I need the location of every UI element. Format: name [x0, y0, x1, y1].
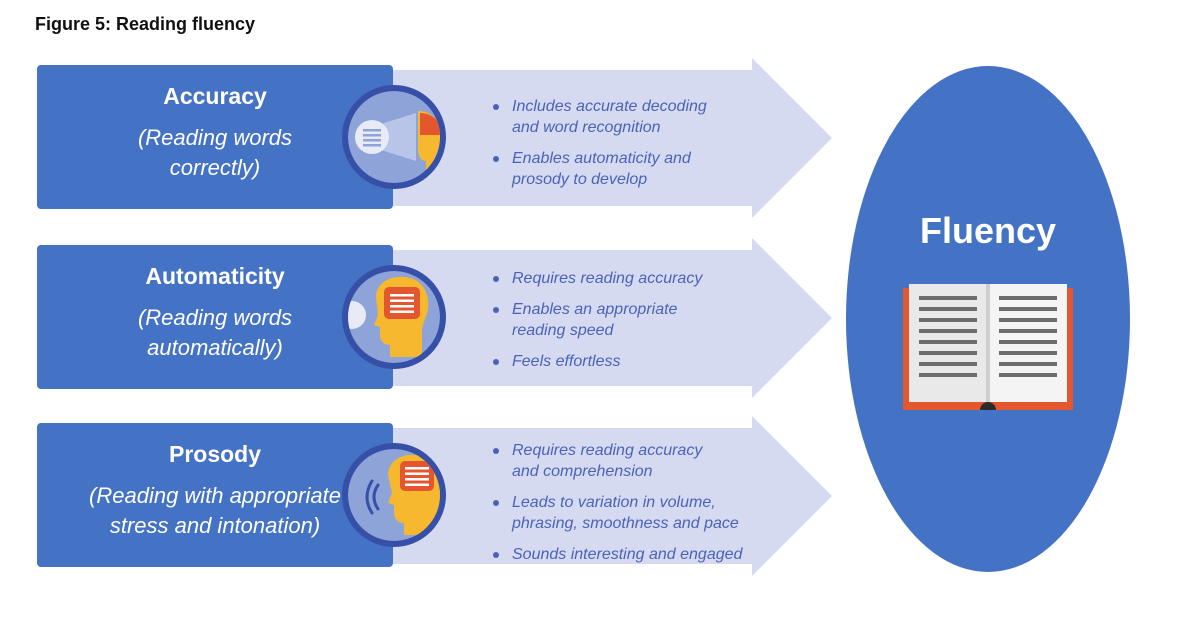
automaticity-subtitle: (Reading words automatically)	[137, 305, 293, 360]
accuracy-box: Accuracy (Reading words correctly)	[37, 65, 393, 209]
arrow-shape	[380, 58, 832, 218]
prosody-box: Prosody (Reading with appropriate stress…	[37, 423, 393, 567]
bullet-item: Includes accurate decoding and word reco…	[490, 96, 707, 138]
prosody-subtitle: (Reading with appropriate stress and int…	[89, 483, 341, 538]
head-speaking-icon	[342, 443, 446, 547]
row-accuracy: Accuracy (Reading words correctly) Inclu…	[0, 58, 840, 218]
automaticity-box: Automaticity (Reading words automaticall…	[37, 245, 393, 389]
fluency-title: Fluency	[919, 210, 1057, 251]
arrow-shape	[380, 416, 832, 576]
bullet-item: Sounds interesting and engaged	[490, 544, 742, 565]
eye-reading-icon	[342, 85, 446, 189]
fluency-oval: Fluency	[846, 66, 1130, 572]
bullet-item: Requires reading accuracy and comprehens…	[490, 440, 742, 482]
head-text-icon	[342, 265, 446, 369]
prosody-bullets: Requires reading accuracy and comprehens…	[490, 440, 742, 575]
bullet-item: Feels effortless	[490, 351, 702, 372]
row-prosody: Prosody (Reading with appropriate stress…	[0, 416, 840, 576]
bullet-item: Enables an appropriate reading speed	[490, 299, 702, 341]
accuracy-bullets: Includes accurate decoding and word reco…	[490, 96, 707, 200]
accuracy-subtitle: (Reading words correctly)	[137, 125, 293, 180]
bullet-item: Requires reading accuracy	[490, 268, 702, 289]
bullet-item: Leads to variation in volume, phrasing, …	[490, 492, 742, 534]
open-book-icon	[903, 284, 1073, 410]
figure-title: Figure 5: Reading fluency	[35, 14, 256, 34]
accuracy-title: Accuracy	[163, 83, 267, 109]
arrow-shape	[380, 238, 832, 398]
automaticity-title: Automaticity	[145, 263, 285, 289]
bullet-item: Enables automaticity and prosody to deve…	[490, 148, 707, 190]
automaticity-bullets: Requires reading accuracy Enables an app…	[490, 268, 702, 382]
prosody-title: Prosody	[168, 441, 262, 467]
row-automaticity: Automaticity (Reading words automaticall…	[0, 238, 840, 398]
